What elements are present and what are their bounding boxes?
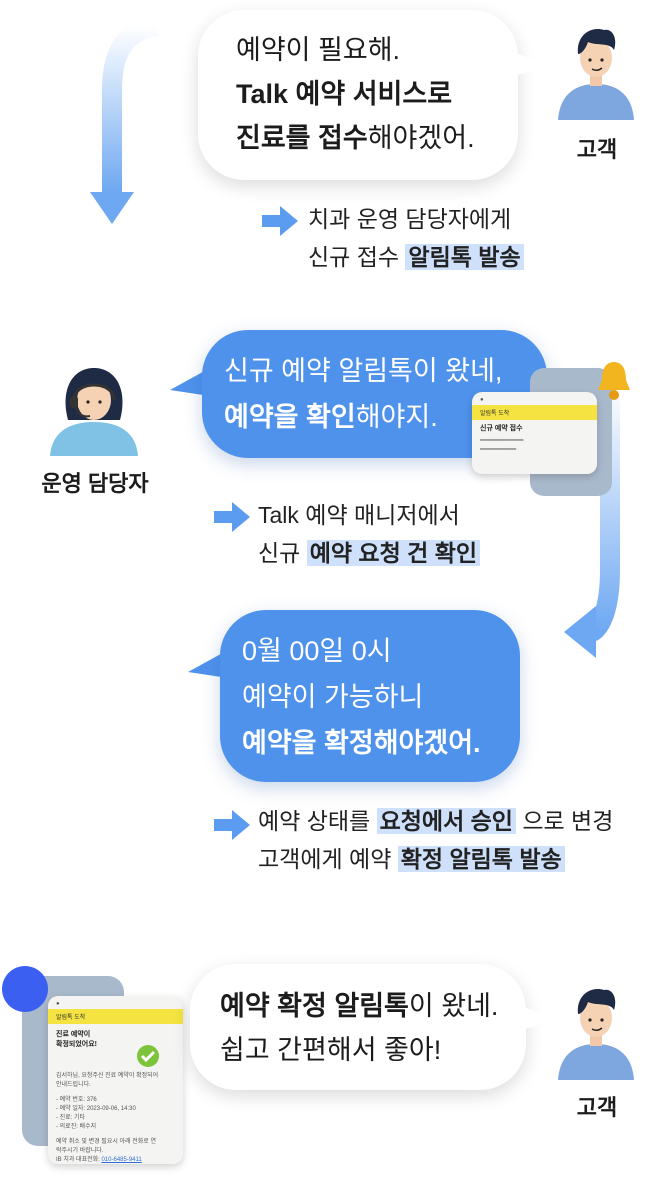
phone-link[interactable]: 010-6485-9411: [101, 1157, 142, 1163]
manager-confirm-bubble: 0월 00일 0시 예약이 가능하니 예약을 확정해야겠어.: [220, 610, 520, 782]
arrow-right-icon: [262, 206, 298, 236]
manager-label: 운영 담당자: [41, 471, 149, 496]
card-details: - 예약 번호: 376- 예약 일자: 2023-09-06, 14:30 -…: [56, 1097, 136, 1130]
note-line: 치과 운영 담당자에게: [308, 206, 512, 232]
bubble-tail: [514, 52, 548, 76]
manager-avatar: [50, 368, 138, 456]
note-line: 고객에게 예약 확정 알림톡 발송: [258, 840, 613, 878]
check-icon: [137, 1045, 159, 1067]
customer-speech-bubble-1: 예약이 필요해. Talk 예약 서비스로 진료를 접수해야겠어.: [198, 10, 518, 180]
card-header: 알림톡 도착: [472, 405, 597, 420]
notification-card: ● 알림톡 도착 신규 예약 접수 ━━━━━━━━━━━━━━━━━━━━━━: [472, 392, 597, 474]
note-line: 예약 상태를 요청에서 승인 으로 변경: [258, 808, 614, 834]
note-line: 신규 예약 요청 건 확인: [258, 534, 481, 572]
bubble-line: 진료를 접수해야겠어.: [236, 123, 475, 153]
bubble-tail: [522, 1006, 556, 1030]
customer-label: 고객: [576, 1095, 618, 1120]
bell-icon: [598, 362, 630, 400]
card-header: 알림톡 도착: [48, 1009, 183, 1024]
bubble-line: 신규 예약 알림톡이 왔네,: [224, 356, 503, 386]
step3-note: 예약 상태를 요청에서 승인 으로 변경 고객에게 예약 확정 알림톡 발송: [258, 802, 613, 878]
bubble-line: 0월 00일 0시: [242, 636, 392, 666]
bubble-line: 예약을 확인해야지.: [224, 402, 438, 432]
bubble-line: Talk 예약 서비스로: [236, 79, 453, 109]
note-line: 신규 접수 알림톡 발송: [308, 238, 524, 276]
customer-avatar: [558, 989, 634, 1080]
blue-dot: [2, 966, 48, 1012]
flow-arrow-left: [90, 20, 160, 224]
step1-note: 치과 운영 담당자에게 신규 접수 알림톡 발송: [308, 200, 524, 276]
customer-label: 고객: [576, 137, 618, 162]
step2-note: Talk 예약 매니저에서 신규 예약 요청 건 확인: [258, 496, 481, 572]
bubble-line: 쉽고 간편해서 좋아!: [220, 1035, 442, 1065]
card-title: 신규 예약 접수: [480, 425, 523, 432]
customer-avatar: [558, 29, 634, 120]
customer-speech-bubble-2: 예약 확정 알림톡이 왔네. 쉽고 간편해서 좋아!: [190, 964, 526, 1090]
bubble-line: 예약이 필요해.: [236, 35, 401, 65]
bubble-tail: [188, 650, 228, 678]
flow-arrow-right: [564, 384, 620, 658]
note-line: Talk 예약 매니저에서: [258, 502, 460, 528]
bubble-line: 예약을 확정해야겠어.: [242, 728, 481, 758]
bubble-line: 예약 확정 알림톡이 왔네.: [220, 991, 499, 1021]
arrow-right-icon: [214, 502, 250, 532]
bubble-tail: [170, 368, 210, 396]
bubble-line: 예약이 가능하니: [242, 682, 424, 712]
arrow-right-icon: [214, 810, 250, 840]
